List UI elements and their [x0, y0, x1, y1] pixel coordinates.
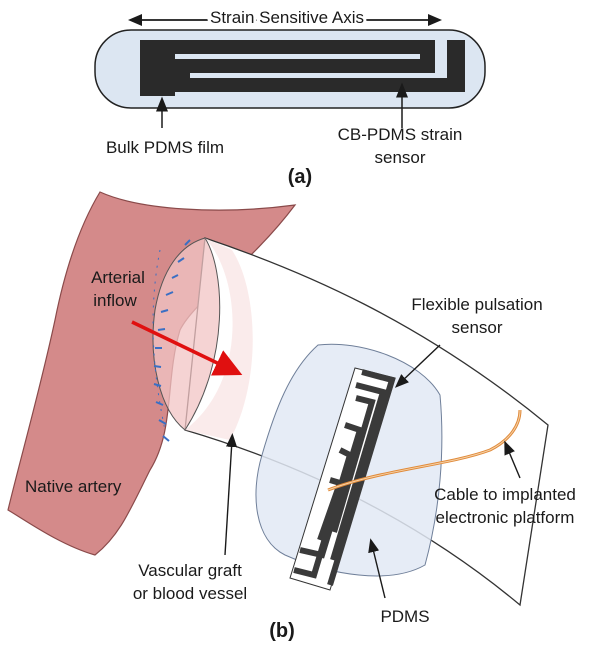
native-artery-label: Native artery [25, 477, 122, 496]
cable-label-line2: electronic platform [436, 508, 575, 527]
cable-pointer-line [504, 440, 521, 479]
flexible-pulsation-sensor [289, 367, 396, 591]
sensor-label-line2: sensor [374, 148, 425, 167]
graft-label-line2: or blood vessel [133, 584, 247, 603]
film-label: Bulk PDMS film [106, 138, 224, 157]
panel-b: Arterial inflow Flexible pulsation senso… [7, 191, 576, 642]
suture-line [152, 239, 191, 442]
strain-axis-label: Strain Sensitive Axis [210, 8, 364, 27]
sensor-callout-line1: Flexible pulsation [411, 295, 542, 314]
native-artery [7, 191, 297, 556]
inflow-label-line2: inflow [93, 291, 137, 310]
graft-label-line1: Vascular graft [138, 561, 242, 580]
graft-opening [152, 237, 221, 431]
cable-label-line1: Cable to implanted [434, 485, 576, 504]
sensor-pointer-line [394, 344, 441, 388]
inflow-label-line1: Arterial [91, 268, 145, 287]
panel-b-caption: (b) [269, 620, 295, 642]
strain-axis-arrow [128, 14, 442, 26]
pdms-pointer-line [368, 538, 386, 599]
graft-inner-shading [185, 238, 253, 440]
panel-a-caption: (a) [288, 166, 312, 188]
sensor-callout-line2: sensor [451, 318, 502, 337]
arterial-inflow-arrow [131, 320, 243, 376]
panel-a: Strain Sensitive Axis Bulk PDMS film CB-… [94, 5, 486, 188]
sensor-label-line1: CB-PDMS strain [338, 125, 463, 144]
pdms-label: PDMS [380, 607, 429, 626]
cb-pdms-sensor-trace [140, 40, 465, 96]
graft-pointer-line [224, 433, 238, 556]
